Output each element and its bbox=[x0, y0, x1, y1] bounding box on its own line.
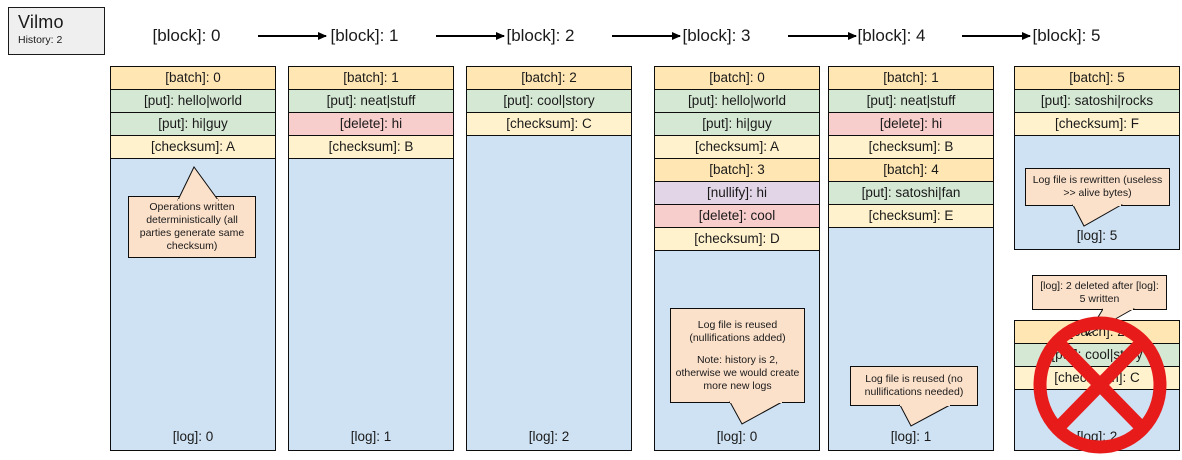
entry-row: [batch]: 2 bbox=[467, 67, 631, 90]
arrow-right-icon-2 bbox=[612, 31, 681, 40]
log-label: [log]: 1 bbox=[350, 429, 392, 444]
entry-row: [checksum]: A bbox=[111, 136, 275, 159]
entry-row: [put]: hi|guy bbox=[655, 113, 819, 136]
entry-row: [put]: neat|stuff bbox=[829, 90, 993, 113]
arrow-right-icon-3 bbox=[788, 31, 857, 40]
entry-row: [delete]: hi bbox=[829, 113, 993, 136]
callout-log2-deleted: [log]: 2 deleted after [log]: 5 written bbox=[1032, 275, 1167, 310]
log-box-1[interactable]: [batch]: 1 [put]: neat|stuff [delete]: h… bbox=[288, 66, 454, 451]
log-label: [log]: 5 bbox=[1076, 228, 1118, 243]
entry-row: [put]: hi|guy bbox=[111, 113, 275, 136]
entry-row: [checksum]: B bbox=[829, 136, 993, 159]
log-label: [log]: 0 bbox=[172, 429, 214, 444]
entry-row: [put]: satoshi|rocks bbox=[1015, 90, 1179, 113]
callout-tail-5a bbox=[1072, 204, 1127, 229]
entry-row: [delete]: hi bbox=[289, 113, 453, 136]
legend-title: Vilmo bbox=[18, 12, 64, 32]
arrow-right-icon-0 bbox=[258, 31, 327, 40]
entry-row: [batch]: 0 bbox=[111, 67, 275, 90]
prohibition-icon bbox=[1032, 315, 1168, 460]
block-label-3: [block]: 3 bbox=[682, 26, 751, 45]
entry-row: [put]: satoshi|fan bbox=[829, 182, 993, 205]
callout-deterministic: Operations written deterministically (al… bbox=[128, 196, 256, 258]
log-label: [log]: 1 bbox=[890, 429, 932, 444]
log-label: [log]: 2 bbox=[528, 429, 570, 444]
entry-row: [batch]: 3 bbox=[655, 159, 819, 182]
entry-row: [batch]: 0 bbox=[655, 67, 819, 90]
log-label: [log]: 0 bbox=[716, 429, 758, 444]
entry-row: [batch]: 1 bbox=[829, 67, 993, 90]
block-label-1: [block]: 1 bbox=[330, 26, 399, 45]
entry-row: [put]: neat|stuff bbox=[289, 90, 453, 113]
callout-line: [log]: 2 deleted after [log]: 5 written bbox=[1040, 279, 1159, 305]
arrow-right-icon-4 bbox=[962, 31, 1031, 40]
callout-line: Note: history is 2, otherwise we would c… bbox=[675, 353, 800, 392]
callout-line: Log file is reused (nullifications added… bbox=[689, 318, 786, 344]
legend-subtitle: History: 2 bbox=[18, 34, 63, 46]
entry-row: [batch]: 4 bbox=[829, 159, 993, 182]
callout-log-reused-no-nullifications: Log file is reused (no nullifications ne… bbox=[850, 366, 978, 406]
entry-row: [delete]: cool bbox=[655, 205, 819, 228]
entry-row: [put]: cool|story bbox=[467, 90, 631, 113]
callout-line: Operations written deterministically (al… bbox=[139, 201, 245, 252]
callout-line: Log file is rewritten (useless >> alive … bbox=[1032, 174, 1163, 199]
entry-row: [checksum]: B bbox=[289, 136, 453, 159]
callout-tail-3 bbox=[729, 401, 786, 426]
entry-row: [put]: hello|world bbox=[655, 90, 819, 113]
entry-row: [checksum]: E bbox=[829, 205, 993, 228]
log-box-5[interactable]: [batch]: 5 [put]: satoshi|rocks [checksu… bbox=[1014, 66, 1180, 250]
log-box-0[interactable]: [batch]: 0 [put]: hello|world [put]: hi|… bbox=[110, 66, 276, 451]
callout-tail-4 bbox=[899, 404, 956, 429]
block-label-2: [block]: 2 bbox=[506, 26, 575, 45]
entry-row: [checksum]: C bbox=[467, 113, 631, 136]
entry-row: [nullify]: hi bbox=[655, 182, 819, 205]
entry-row: [batch]: 1 bbox=[289, 67, 453, 90]
legend-box: Vilmo History: 2 bbox=[8, 7, 105, 55]
callout-line: Log file is reused (no nullifications ne… bbox=[864, 373, 964, 398]
block-label-0: [block]: 0 bbox=[152, 26, 221, 45]
entry-row: [batch]: 5 bbox=[1015, 67, 1179, 90]
log-box-2[interactable]: [batch]: 2 [put]: cool|story [checksum]:… bbox=[466, 66, 632, 451]
callout-tail-0 bbox=[177, 166, 238, 201]
block-label-5: [block]: 5 bbox=[1032, 26, 1101, 45]
entry-row: [checksum]: F bbox=[1015, 113, 1179, 136]
entry-row: [checksum]: D bbox=[655, 228, 819, 251]
block-label-4: [block]: 4 bbox=[857, 26, 926, 45]
callout-log-rewritten: Log file is rewritten (useless >> alive … bbox=[1025, 168, 1170, 206]
entry-row: [put]: hello|world bbox=[111, 90, 275, 113]
entry-row: [checksum]: A bbox=[655, 136, 819, 159]
block-header-row: [block]: 0 [block]: 1 [block]: 2 [block]… bbox=[0, 22, 1182, 50]
callout-log-reused-nullifications: Log file is reused (nullifications added… bbox=[670, 308, 805, 403]
arrow-right-icon-1 bbox=[436, 31, 505, 40]
